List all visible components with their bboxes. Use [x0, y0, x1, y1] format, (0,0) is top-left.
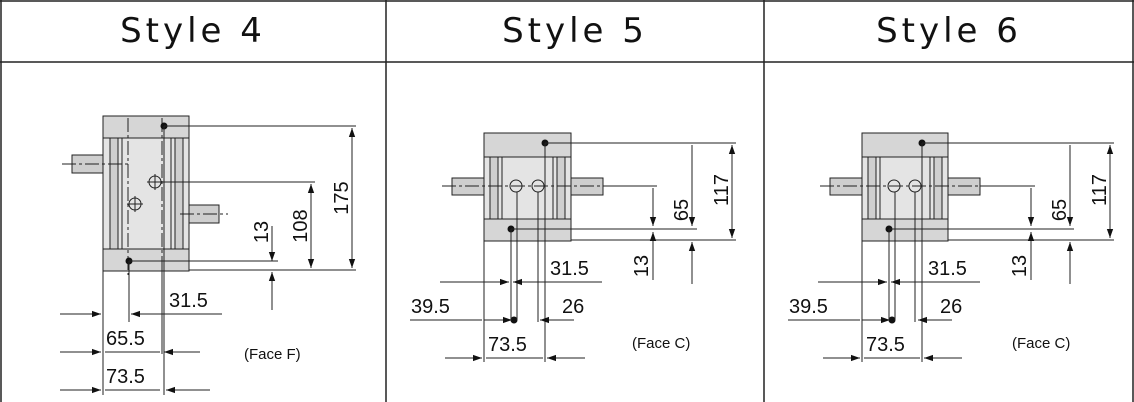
style-6-drawing: 117 65 13 31.5 39.5 26 73.5 (Face C)	[788, 132, 1114, 362]
style-4-horizontal-dimensions	[60, 126, 222, 395]
style-6-dim-31.5: 31.5	[928, 258, 967, 280]
style-6-vertical-dimensions	[889, 142, 1114, 284]
style-5-vertical-dimensions	[511, 142, 736, 284]
style-5-dim-13: 13	[631, 255, 653, 277]
style-5-horizontal-dimensions	[410, 143, 602, 362]
style-4-dim-175: 175	[331, 181, 353, 214]
style-4-dim-73.5: 73.5	[106, 366, 145, 388]
style-5-actuator-body	[451, 132, 604, 242]
style-6-dim-13: 13	[1009, 255, 1031, 277]
style-4-face-label: (Face F)	[244, 346, 301, 363]
style-6-actuator-body	[829, 132, 981, 242]
style-4-dim-65.5: 65.5	[106, 328, 145, 350]
style-4-dim-13: 13	[251, 221, 273, 243]
style-6-dim-73.5: 73.5	[866, 334, 905, 356]
style-4-vertical-dimensions	[129, 125, 356, 310]
header-style-6: Style 6	[876, 11, 1022, 51]
style-6-dim-65: 65	[1049, 199, 1071, 221]
style-5-dim-26: 26	[562, 296, 584, 318]
style-5-dim-73.5: 73.5	[488, 334, 527, 356]
style-4-dim-108: 108	[290, 209, 312, 242]
style-5-dim-65: 65	[671, 199, 693, 221]
style-6-horizontal-dimensions	[788, 143, 980, 362]
style-5-dim-31.5: 31.5	[550, 258, 589, 280]
style-4-ports	[127, 174, 163, 212]
style-5-dim-117: 117	[711, 174, 733, 206]
style-6-dim-39.5: 39.5	[789, 296, 828, 318]
style-6-dim-117: 117	[1089, 174, 1111, 206]
style-4-dim-31.5: 31.5	[169, 290, 208, 312]
header-style-5: Style 5	[502, 11, 648, 51]
style-5-drawing: 117 65 13 31.5 39.5 26 73.5 (Face C)	[410, 132, 736, 362]
style-4-actuator-body	[71, 115, 220, 272]
style-6-face-label: (Face C)	[1012, 335, 1070, 352]
style-5-face-label: (Face C)	[632, 335, 690, 352]
style-4-centerlines	[62, 118, 228, 275]
style-6-dim-26: 26	[940, 296, 962, 318]
style-4-drawing: 175 108 13 31.5 65.5 73.5 (Face F)	[60, 115, 356, 395]
style-5-dim-39.5: 39.5	[411, 296, 450, 318]
header-style-4: Style 4	[120, 11, 266, 51]
